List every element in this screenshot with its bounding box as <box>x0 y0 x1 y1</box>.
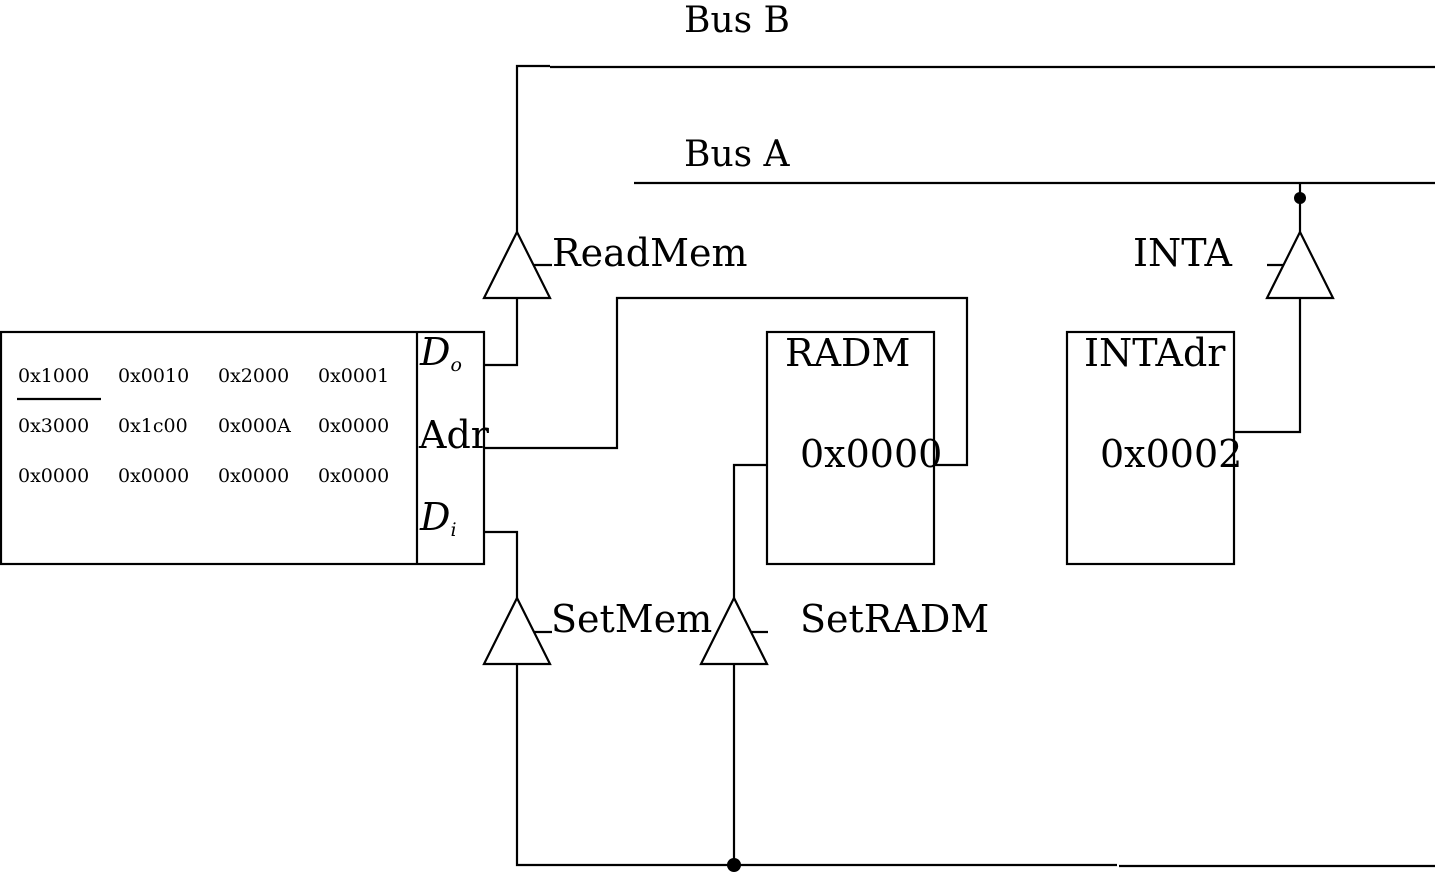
memory-cell: 0x0001 <box>318 365 389 387</box>
di-to-setmem-wire <box>484 530 519 598</box>
radm-input-wire <box>732 463 767 598</box>
intadr-name: INTAdr <box>1084 331 1226 375</box>
memory-cell: 0x2000 <box>218 365 289 387</box>
memory-cell: 0x0000 <box>218 465 289 487</box>
memory-cell: 0x0000 <box>118 465 189 487</box>
memory-cell: 0x1000 <box>18 365 89 387</box>
data-in-port-label: Di <box>419 495 457 541</box>
inta-label: INTA <box>1133 231 1233 275</box>
setradm-label: SetRADM <box>800 597 989 641</box>
memory-cells: 0x1000 0x0010 0x2000 0x0001 0x3000 0x1c0… <box>18 365 389 487</box>
bottom-bus-junction-dot <box>727 858 741 872</box>
adr-to-radm-wire <box>484 296 969 467</box>
intadr-to-inta-wire <box>1234 298 1302 434</box>
radm-value: 0x0000 <box>800 432 942 476</box>
memory-cell: 0x0000 <box>318 415 389 437</box>
radm-register <box>765 330 936 566</box>
do-to-readmem-wire <box>484 298 519 367</box>
radm-name: RADM <box>785 331 910 375</box>
bus-b-label: Bus B <box>684 0 790 41</box>
address-port-label: Adr <box>418 413 490 457</box>
setmem-label: SetMem <box>551 597 712 641</box>
intadr-value: 0x0002 <box>1100 432 1242 476</box>
memory-cell: 0x0000 <box>318 465 389 487</box>
bus-a-label: Bus A <box>684 134 791 175</box>
readmem-label: ReadMem <box>552 231 748 275</box>
readmem-to-bus-b-wire <box>515 64 550 232</box>
setmem-to-bottom-bus-wire <box>515 664 1117 867</box>
bus-a-junction-dot <box>1294 192 1306 204</box>
memory-cell: 0x000A <box>218 415 291 437</box>
memory-cell: 0x3000 <box>18 415 89 437</box>
data-out-port-label: Do <box>419 330 462 376</box>
memory-cell: 0x0000 <box>18 465 89 487</box>
intadr-register <box>1065 330 1236 566</box>
memory-cell: 0x1c00 <box>118 415 188 437</box>
memory-cell: 0x0010 <box>118 365 189 387</box>
